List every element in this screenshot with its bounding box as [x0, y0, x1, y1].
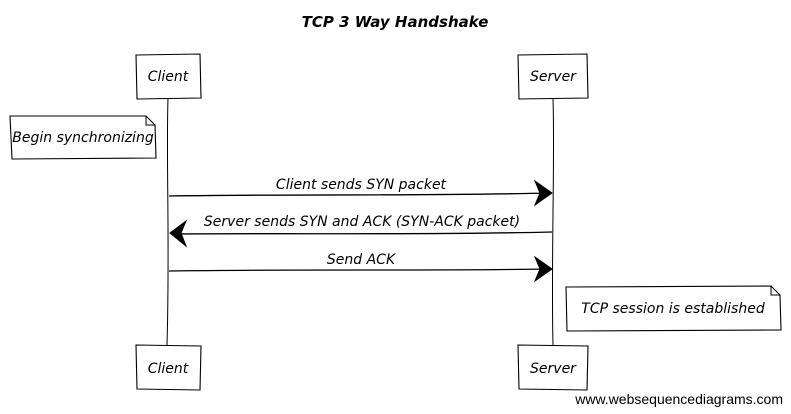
participant-client-label: Client	[148, 361, 189, 377]
message-syn: Client sends SYN packet	[168, 177, 553, 207]
message-label: Server sends SYN and ACK (SYN-ACK packet…	[204, 214, 520, 230]
participant-server-label: Server	[530, 69, 577, 85]
participant-client-label: Client	[148, 69, 189, 85]
participant-server-top: Server	[517, 53, 589, 100]
note-begin-synchronizing: Begin synchronizing	[9, 115, 157, 160]
message-label: Send ACK	[327, 252, 397, 268]
participant-client-top: Client	[135, 53, 202, 100]
watermark-link[interactable]: www.websequencediagrams.com	[574, 391, 783, 407]
participant-server-label: Server	[530, 361, 577, 377]
message-ack: Send ACK	[168, 252, 553, 283]
participant-client-bottom: Client	[135, 344, 202, 391]
diagram-title: TCP 3 Way Handshake	[302, 13, 489, 31]
lifeline-client	[166, 97, 169, 346]
lifeline-server	[551, 97, 555, 346]
note-session-established: TCP session is established	[565, 285, 782, 332]
participant-server-bottom: Server	[517, 344, 589, 391]
note-label: Begin synchronizing	[12, 130, 154, 146]
message-label: Client sends SYN packet	[276, 177, 447, 193]
message-syn-ack: Server sends SYN and ACK (SYN-ACK packet…	[169, 214, 553, 248]
note-label: TCP session is established	[581, 301, 765, 317]
